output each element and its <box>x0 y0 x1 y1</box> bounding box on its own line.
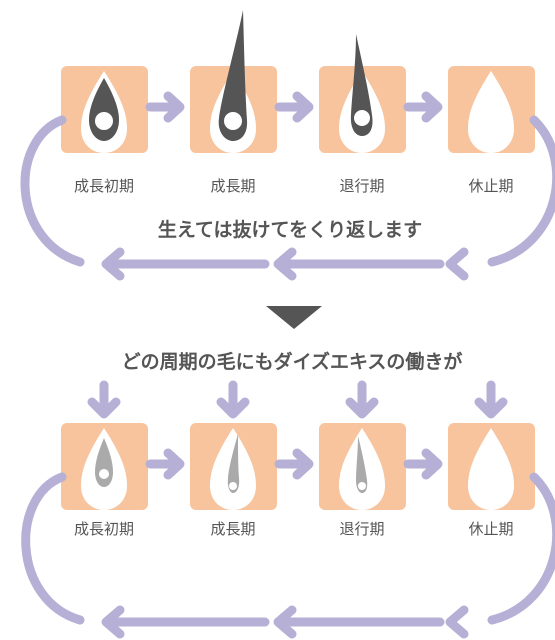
hair-shaft <box>350 34 373 136</box>
left-arrow-icon <box>101 605 270 639</box>
right-arrow-icon <box>145 448 185 480</box>
stage-label: 休止期 <box>468 520 513 538</box>
hair-bulb <box>354 110 370 126</box>
headline: どの周期の毛にもダイズエキスの働きが <box>122 350 463 373</box>
top-forward-arrows <box>145 91 443 123</box>
hair-shaft <box>227 434 240 493</box>
loop-left-arc <box>20 115 85 267</box>
top-stage-3 <box>319 34 406 153</box>
cycle-caption: 生えては抜けてをくり返します <box>158 218 422 241</box>
down-arrow-icon <box>216 380 250 419</box>
stage-label: 成長初期 <box>74 520 134 538</box>
down-arrows <box>87 380 508 419</box>
bottom-cycle: 成長初期 成長期 退行期 休止期 <box>21 423 555 639</box>
left-arrow-icon <box>273 247 445 281</box>
bottom-forward-arrows <box>145 448 443 480</box>
left-arrow-icon <box>273 605 445 639</box>
right-arrow-icon <box>145 91 185 123</box>
stage-label: 休止期 <box>468 177 513 195</box>
stage-label: 退行期 <box>339 177 384 195</box>
follicle-inner <box>468 71 514 153</box>
stage-label: 退行期 <box>339 520 384 538</box>
top-return-arrows <box>101 247 469 281</box>
down-arrow-icon <box>87 380 121 419</box>
top-stage-4 <box>448 66 535 153</box>
left-arrow-icon <box>445 605 469 639</box>
top-stage-2 <box>190 10 277 153</box>
loop-left-arc <box>21 472 85 625</box>
bottom-stage-2 <box>190 423 277 510</box>
hair-bulb <box>95 112 113 130</box>
bottom-return-arrows <box>101 605 469 639</box>
bottom-stage-3 <box>319 423 406 510</box>
down-arrow-icon <box>345 380 379 419</box>
hair-bulb <box>99 469 109 479</box>
hair-bulb <box>229 482 237 490</box>
stage-label: 成長期 <box>210 520 255 538</box>
right-arrow-icon <box>403 91 443 123</box>
hair-shaft <box>356 436 368 493</box>
left-arrow-icon <box>101 247 270 281</box>
left-arrow-icon <box>445 247 469 281</box>
right-arrow-icon <box>274 91 314 123</box>
down-triangle-icon <box>266 306 322 329</box>
loop-right-arc <box>487 472 555 625</box>
hair-bulb <box>358 482 366 490</box>
hair-shaft <box>218 10 248 141</box>
top-stage-1 <box>61 66 148 153</box>
stage-label: 成長期 <box>210 177 255 195</box>
bottom-stage-4 <box>448 423 535 510</box>
hair-bulb <box>224 112 242 130</box>
down-arrow-icon <box>474 380 508 419</box>
stage-label: 成長初期 <box>74 177 134 195</box>
follicle-inner <box>468 428 514 510</box>
bottom-stage-1 <box>61 423 148 510</box>
right-arrow-icon <box>274 448 314 480</box>
top-cycle: 成長初期 成長期 退行期 休止期 生えては抜けてをくり返します <box>20 10 555 281</box>
loop-right-arc <box>487 115 555 267</box>
right-arrow-icon <box>403 448 443 480</box>
